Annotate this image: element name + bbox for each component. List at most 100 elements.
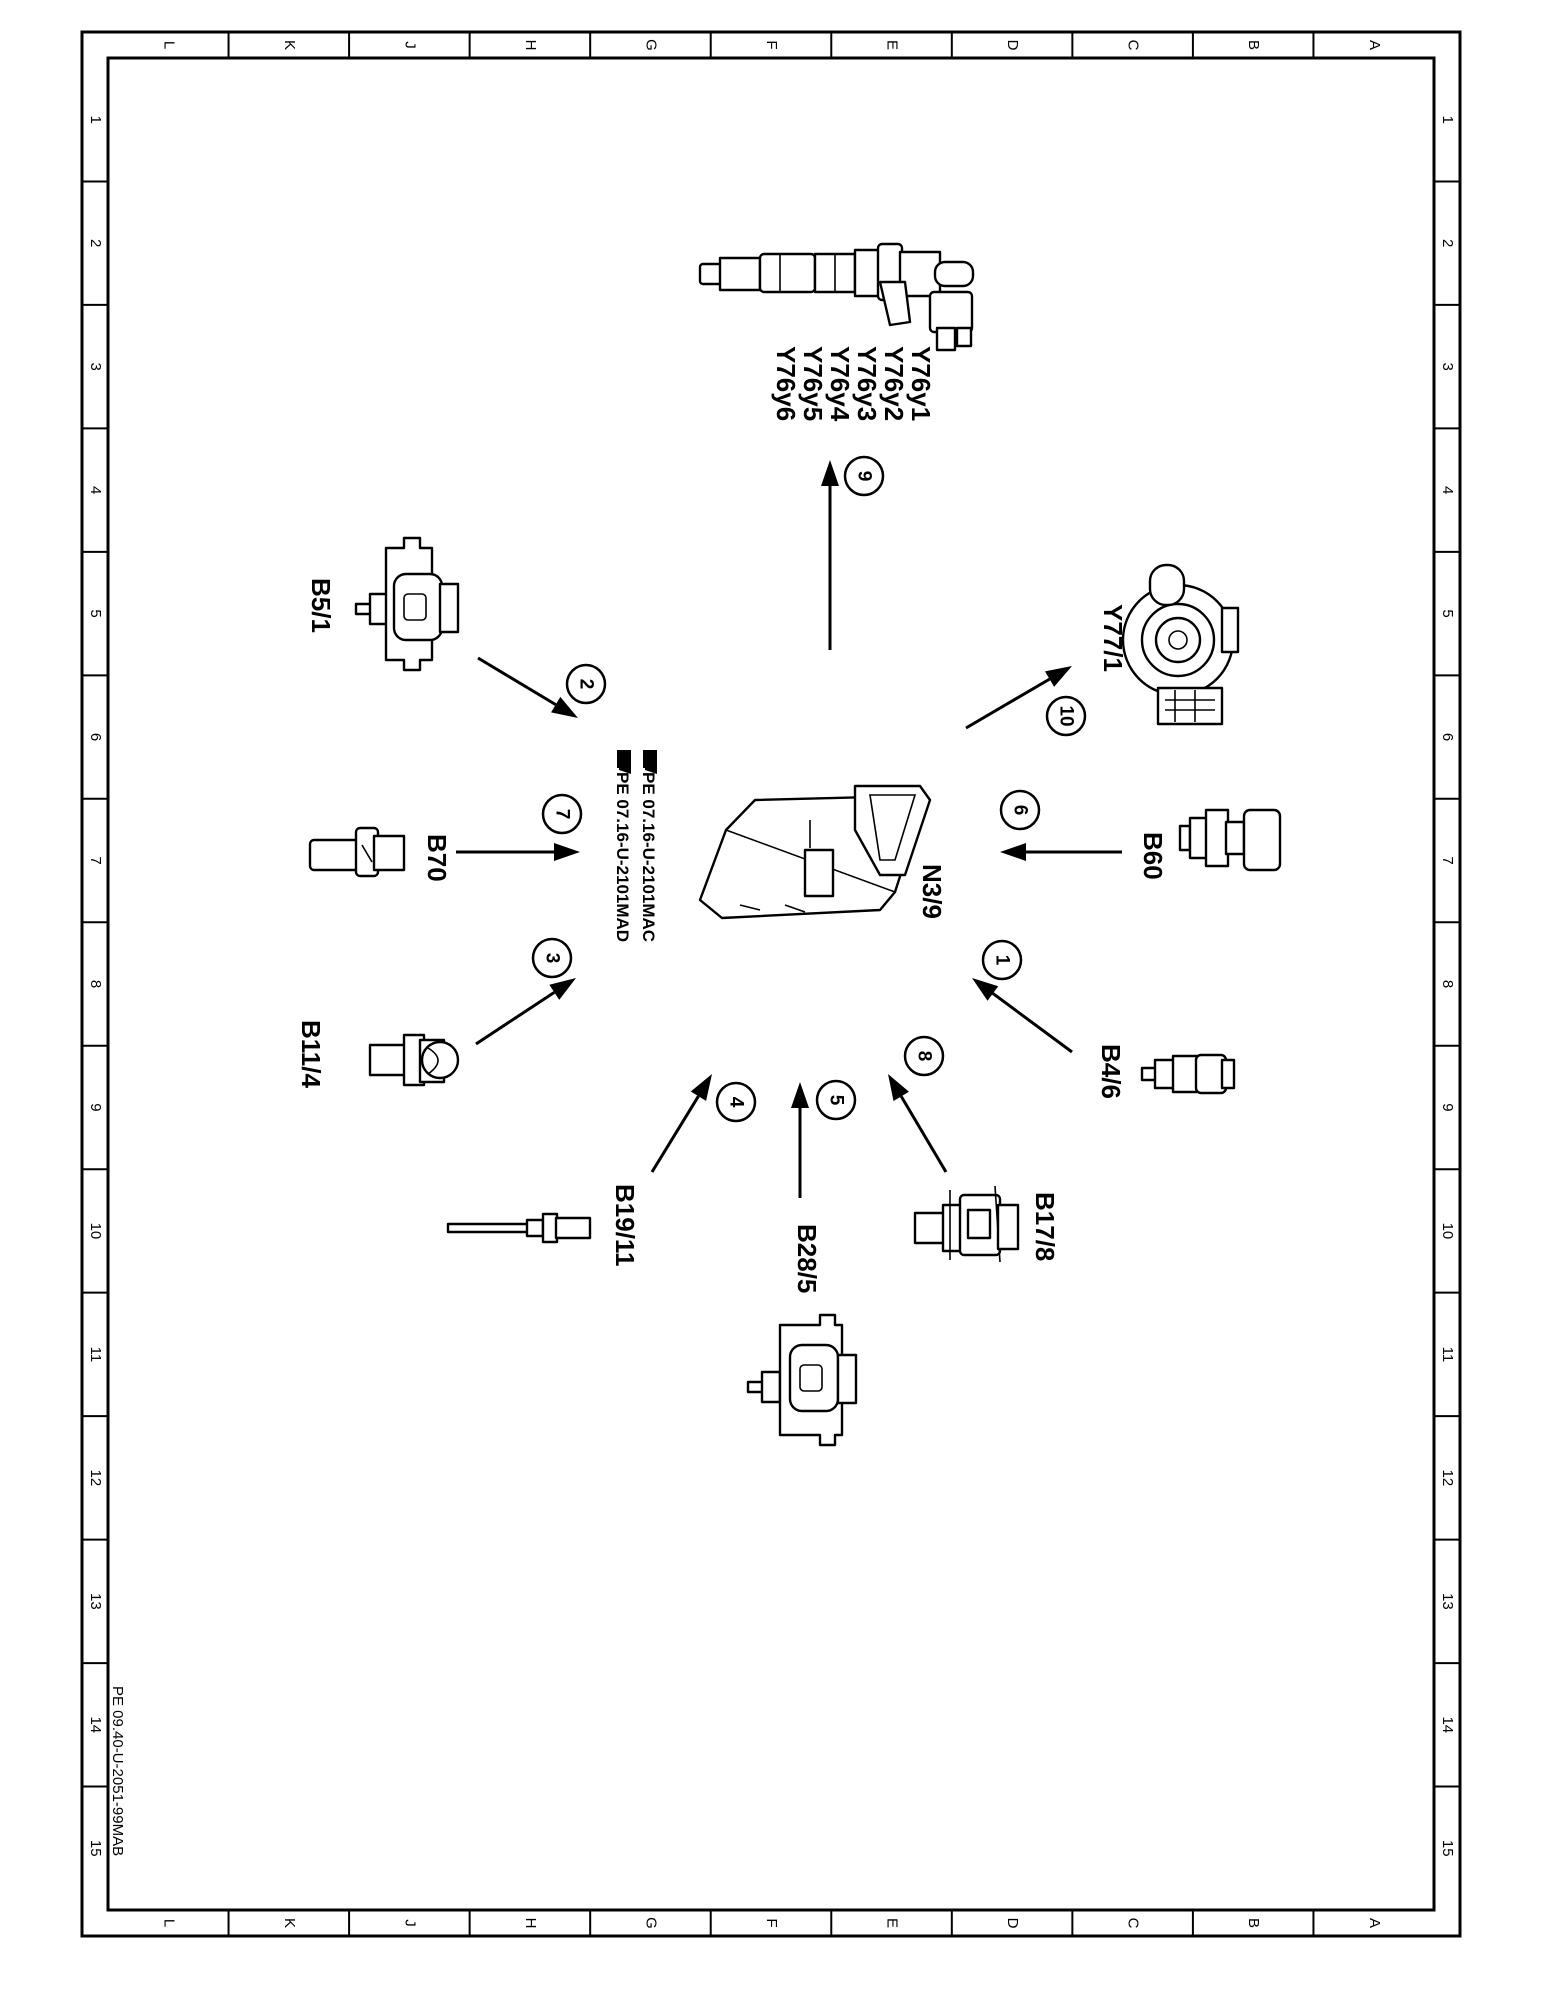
number-badges: 10 6 1 8 5 4 3 7 2 9 xyxy=(531,455,1087,1123)
grid-column-top-label: B xyxy=(1245,40,1262,50)
part-b60 xyxy=(1178,808,1282,872)
signal-arrow xyxy=(475,991,556,1046)
number-badge: 4 xyxy=(715,1081,757,1123)
label-component: Y77/1 xyxy=(1098,604,1128,672)
label-injector: Y76y5 xyxy=(798,346,828,421)
drawing-code: PE 09.40-U-2051-99MAB xyxy=(109,1686,126,1856)
grid-row-right-label: 12 xyxy=(1439,1470,1456,1487)
grid-row-left-label: 9 xyxy=(87,1103,104,1111)
grid-row-left-label: 6 xyxy=(87,733,104,741)
label-component: B5/1 xyxy=(306,578,336,633)
grid-column-top-label: A xyxy=(1366,40,1383,50)
grid-column-top-label: J xyxy=(401,41,418,49)
grid-row-left-label: 3 xyxy=(87,362,104,370)
grid-column-bottom-label: L xyxy=(160,1919,177,1927)
label-component: B4/6 xyxy=(1096,1044,1126,1099)
badge-number: 5 xyxy=(826,1095,847,1106)
arrow-head xyxy=(551,696,578,718)
arrow-head xyxy=(791,1082,809,1108)
grid-column-bottom-label: H xyxy=(522,1918,539,1929)
grid-row-right-label: 1 xyxy=(1439,116,1456,124)
label-injector: Y76y1 xyxy=(906,346,936,421)
badge-number: 2 xyxy=(576,679,597,690)
grid-column-bottom-label: G xyxy=(642,1917,659,1929)
inner-frame xyxy=(106,56,1436,1912)
grid-row-right-label: 3 xyxy=(1439,362,1456,370)
control-unit-n3-9 xyxy=(698,784,932,920)
part-b28-5 xyxy=(746,1313,858,1447)
label-component: B17/8 xyxy=(1030,1192,1060,1261)
label-n3-9: N3/9 xyxy=(917,864,947,919)
grid-row-left-label: 7 xyxy=(87,856,104,864)
fuel-injector xyxy=(698,242,975,352)
signal-arrow xyxy=(965,677,1051,730)
grid-row-right-label: 6 xyxy=(1439,733,1456,741)
badge-number: 4 xyxy=(726,1097,747,1108)
label-component: B28/5 xyxy=(792,1224,822,1293)
part-b5-1 xyxy=(354,536,460,672)
number-badge: 5 xyxy=(815,1079,857,1121)
part-y77-1 xyxy=(1121,563,1240,726)
label-injector: Y76y3 xyxy=(852,346,882,421)
badge-number: 9 xyxy=(854,471,875,482)
part-b17-8 xyxy=(913,1185,1020,1263)
label-component: B11/4 xyxy=(296,1020,326,1088)
arrow-head xyxy=(821,460,839,486)
number-badge: 3 xyxy=(531,937,573,979)
grid-row-right-label: 15 xyxy=(1439,1840,1456,1857)
badge-number: 6 xyxy=(1010,805,1031,816)
grid-column-bottom-label: C xyxy=(1125,1918,1142,1929)
number-badge: 9 xyxy=(843,455,885,497)
grid-column-top-label: E xyxy=(884,40,901,50)
arrow-head xyxy=(1045,666,1072,687)
grid-row-right-label: 11 xyxy=(1439,1347,1456,1363)
grid-column-top-label: D xyxy=(1004,40,1021,51)
arrow-head xyxy=(690,1074,712,1101)
grid-column-bottom-label: K xyxy=(281,1918,298,1928)
label-component: B70 xyxy=(422,834,452,882)
grid-column-bottom-label: F xyxy=(763,1918,780,1927)
grid-row-right-label: 9 xyxy=(1439,1103,1456,1111)
outer-frame xyxy=(80,30,1462,1938)
signal-arrow xyxy=(650,1095,700,1173)
grid-row-left-label: 8 xyxy=(87,980,104,988)
number-badge: 6 xyxy=(999,789,1041,831)
part-b11-4 xyxy=(368,1033,460,1087)
grid-column-bottom-label: A xyxy=(1366,1918,1383,1928)
grid-row-left-label: 11 xyxy=(87,1347,104,1363)
grid-row-left-label: 1 xyxy=(87,116,104,124)
grid-row-right-label: 5 xyxy=(1439,609,1456,617)
number-badge: 7 xyxy=(541,793,583,835)
grid-column-bottom-label: J xyxy=(401,1919,418,1927)
grid-row-left-label: 4 xyxy=(87,486,104,494)
arrow-head xyxy=(1000,843,1026,861)
grid-row-right-label: 10 xyxy=(1439,1223,1456,1240)
grid-row-right-label: 4 xyxy=(1439,486,1456,494)
arrow-head xyxy=(888,1074,909,1101)
signal-arrow xyxy=(992,992,1073,1054)
grid-column-bottom-label: B xyxy=(1245,1918,1262,1928)
arrow-head xyxy=(554,843,580,861)
arrow-head xyxy=(972,978,999,1001)
part-b19-11 xyxy=(446,1212,592,1244)
number-badge: 2 xyxy=(565,663,607,705)
grid-column-bottom-label: E xyxy=(884,1918,901,1928)
number-badge: 10 xyxy=(1045,695,1087,737)
number-badge: 8 xyxy=(903,1035,945,1077)
label-injector: Y76y4 xyxy=(825,346,855,422)
label-component: B19/11 xyxy=(610,1184,640,1266)
grid-row-left-label: 13 xyxy=(87,1593,104,1610)
book-icon xyxy=(617,750,631,774)
grid-row-left-label: 2 xyxy=(87,239,104,247)
badge-number: 1 xyxy=(992,955,1013,966)
grid-column-top-label: L xyxy=(160,41,177,49)
badge-number: 7 xyxy=(552,809,573,820)
arrow-head xyxy=(549,978,576,1000)
label-component: B60 xyxy=(1138,832,1168,880)
part-b70 xyxy=(308,826,406,878)
badge-number: 8 xyxy=(914,1051,935,1062)
